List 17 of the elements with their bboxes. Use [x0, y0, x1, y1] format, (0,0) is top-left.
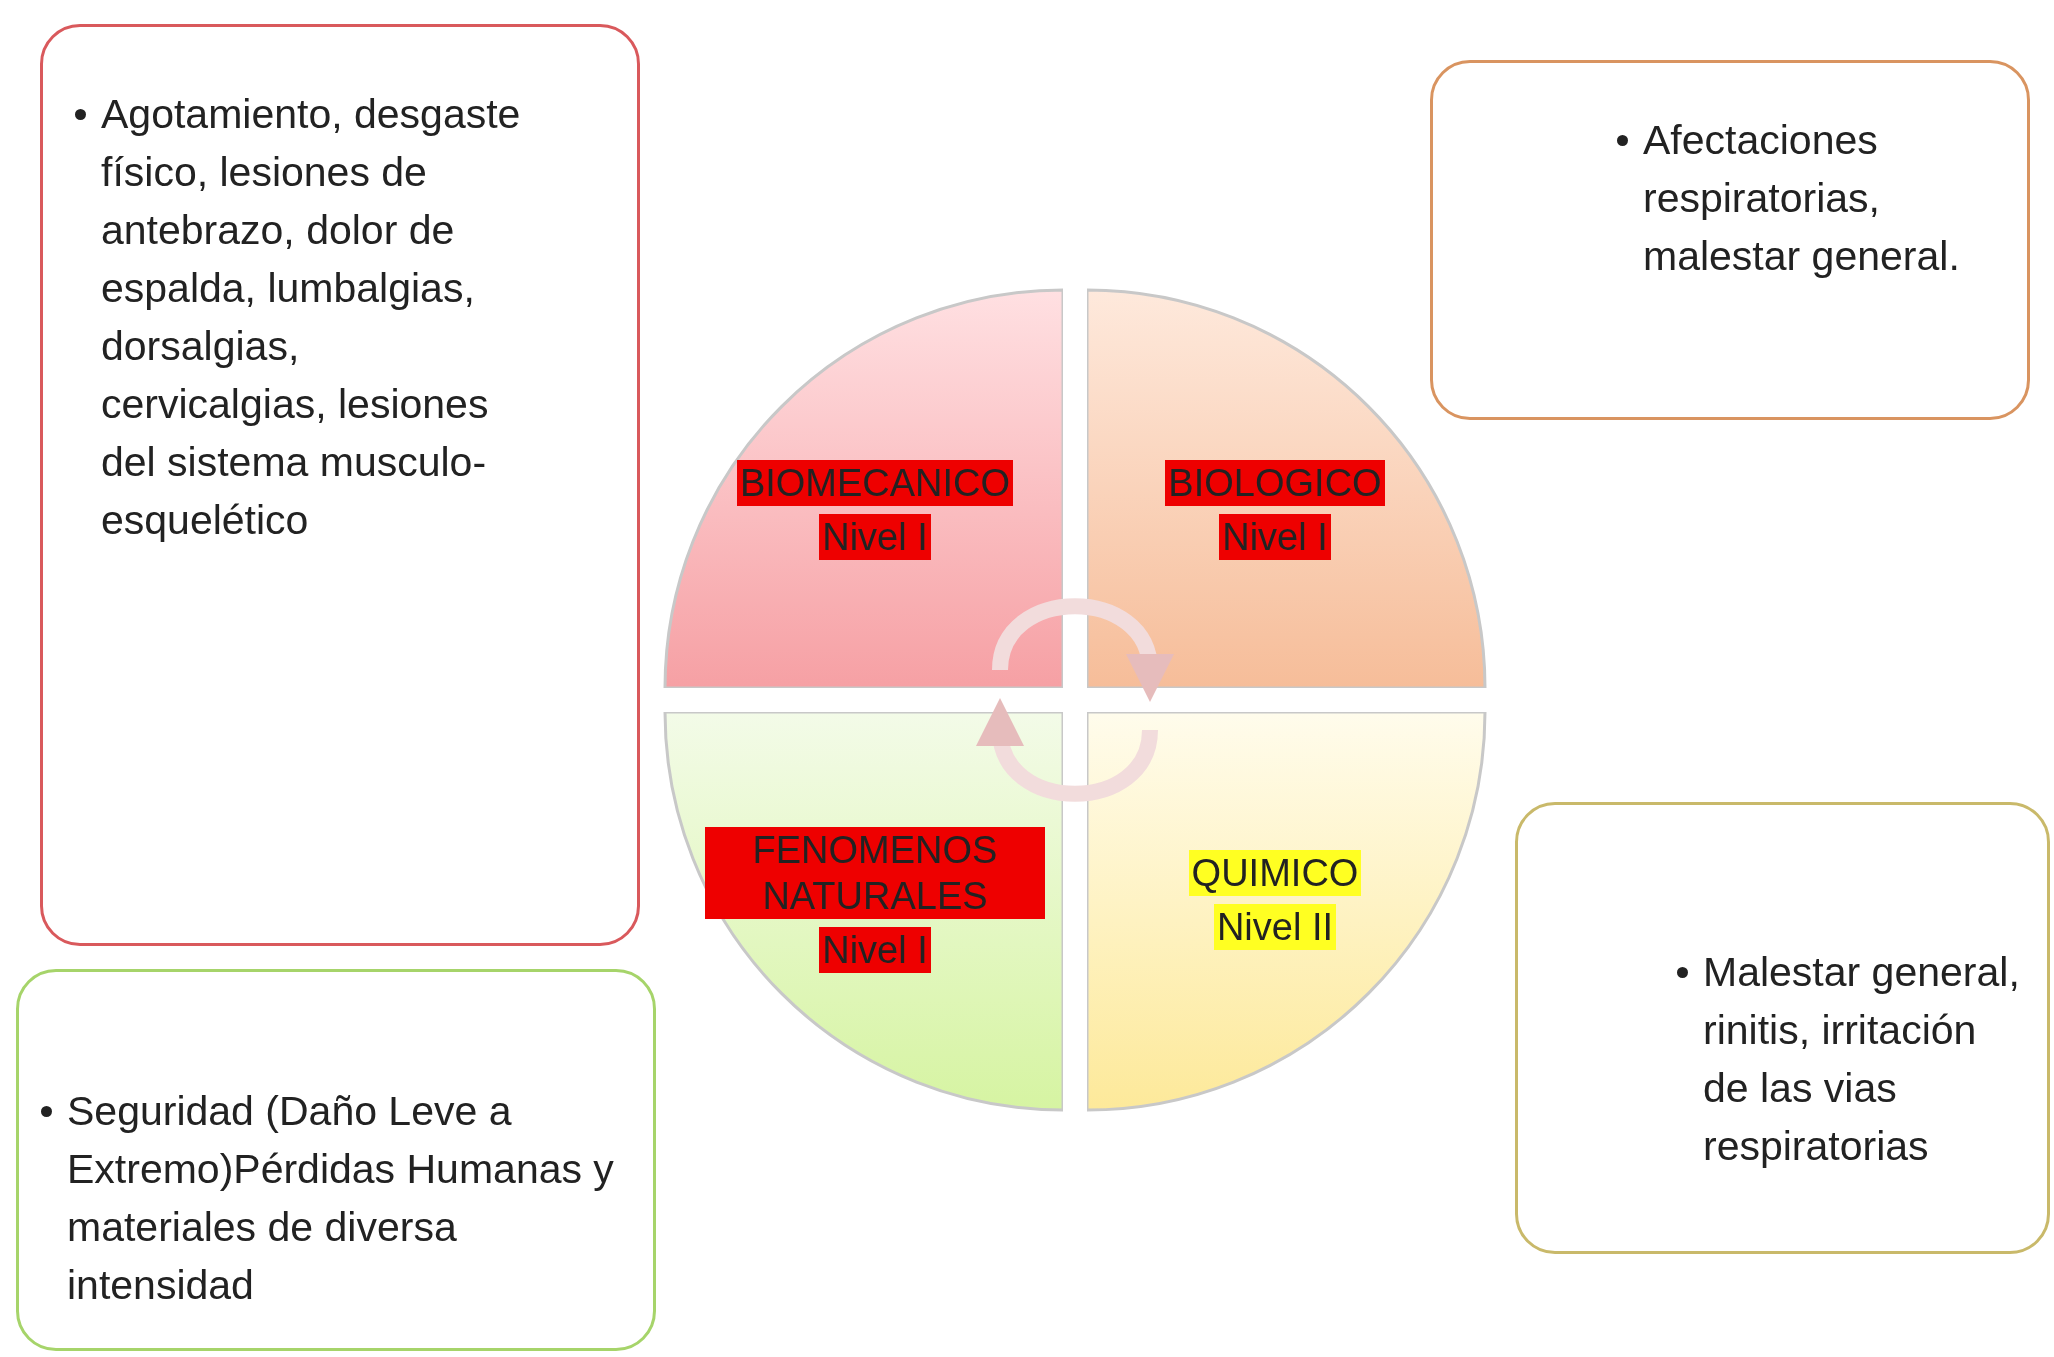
callout-box: [1430, 60, 2030, 420]
curved-arrow: [992, 598, 1172, 702]
bullet-text: Afectaciones respiratorias, malestar general.: [1643, 116, 1961, 281]
callout-box: [40, 24, 640, 946]
category-label: FENOMENOS NATURALES: [705, 827, 1045, 919]
level-label: Nivel I: [1219, 514, 1331, 560]
category-label: BIOLOGICO: [1165, 460, 1385, 506]
category-label: QUIMICO: [1188, 850, 1362, 896]
bullet-text: Seguridad (Daño Leve a Extremo)Pérdidas Humanas y materiales de diversa intensidad: [67, 1087, 615, 1310]
callout-box: [1515, 802, 2050, 1254]
level-label: Nivel I: [819, 514, 931, 560]
level-label: Nivel I: [819, 927, 931, 973]
callout-box: [16, 969, 656, 1351]
category-label: BIOMECANICO: [736, 460, 1014, 506]
bullet-text: Malestar general, rinitis, irritación de las vias respiratorias: [1703, 948, 2021, 1171]
level-label: Nivel II: [1213, 904, 1337, 950]
bullet-text: Agotamiento, desgaste físico, lesiones de antebrazo, dolor de espalda, lumbalgias, dorsalgias, cervicalgias, lesiones del sistema musculo-esquelético: [101, 90, 522, 545]
